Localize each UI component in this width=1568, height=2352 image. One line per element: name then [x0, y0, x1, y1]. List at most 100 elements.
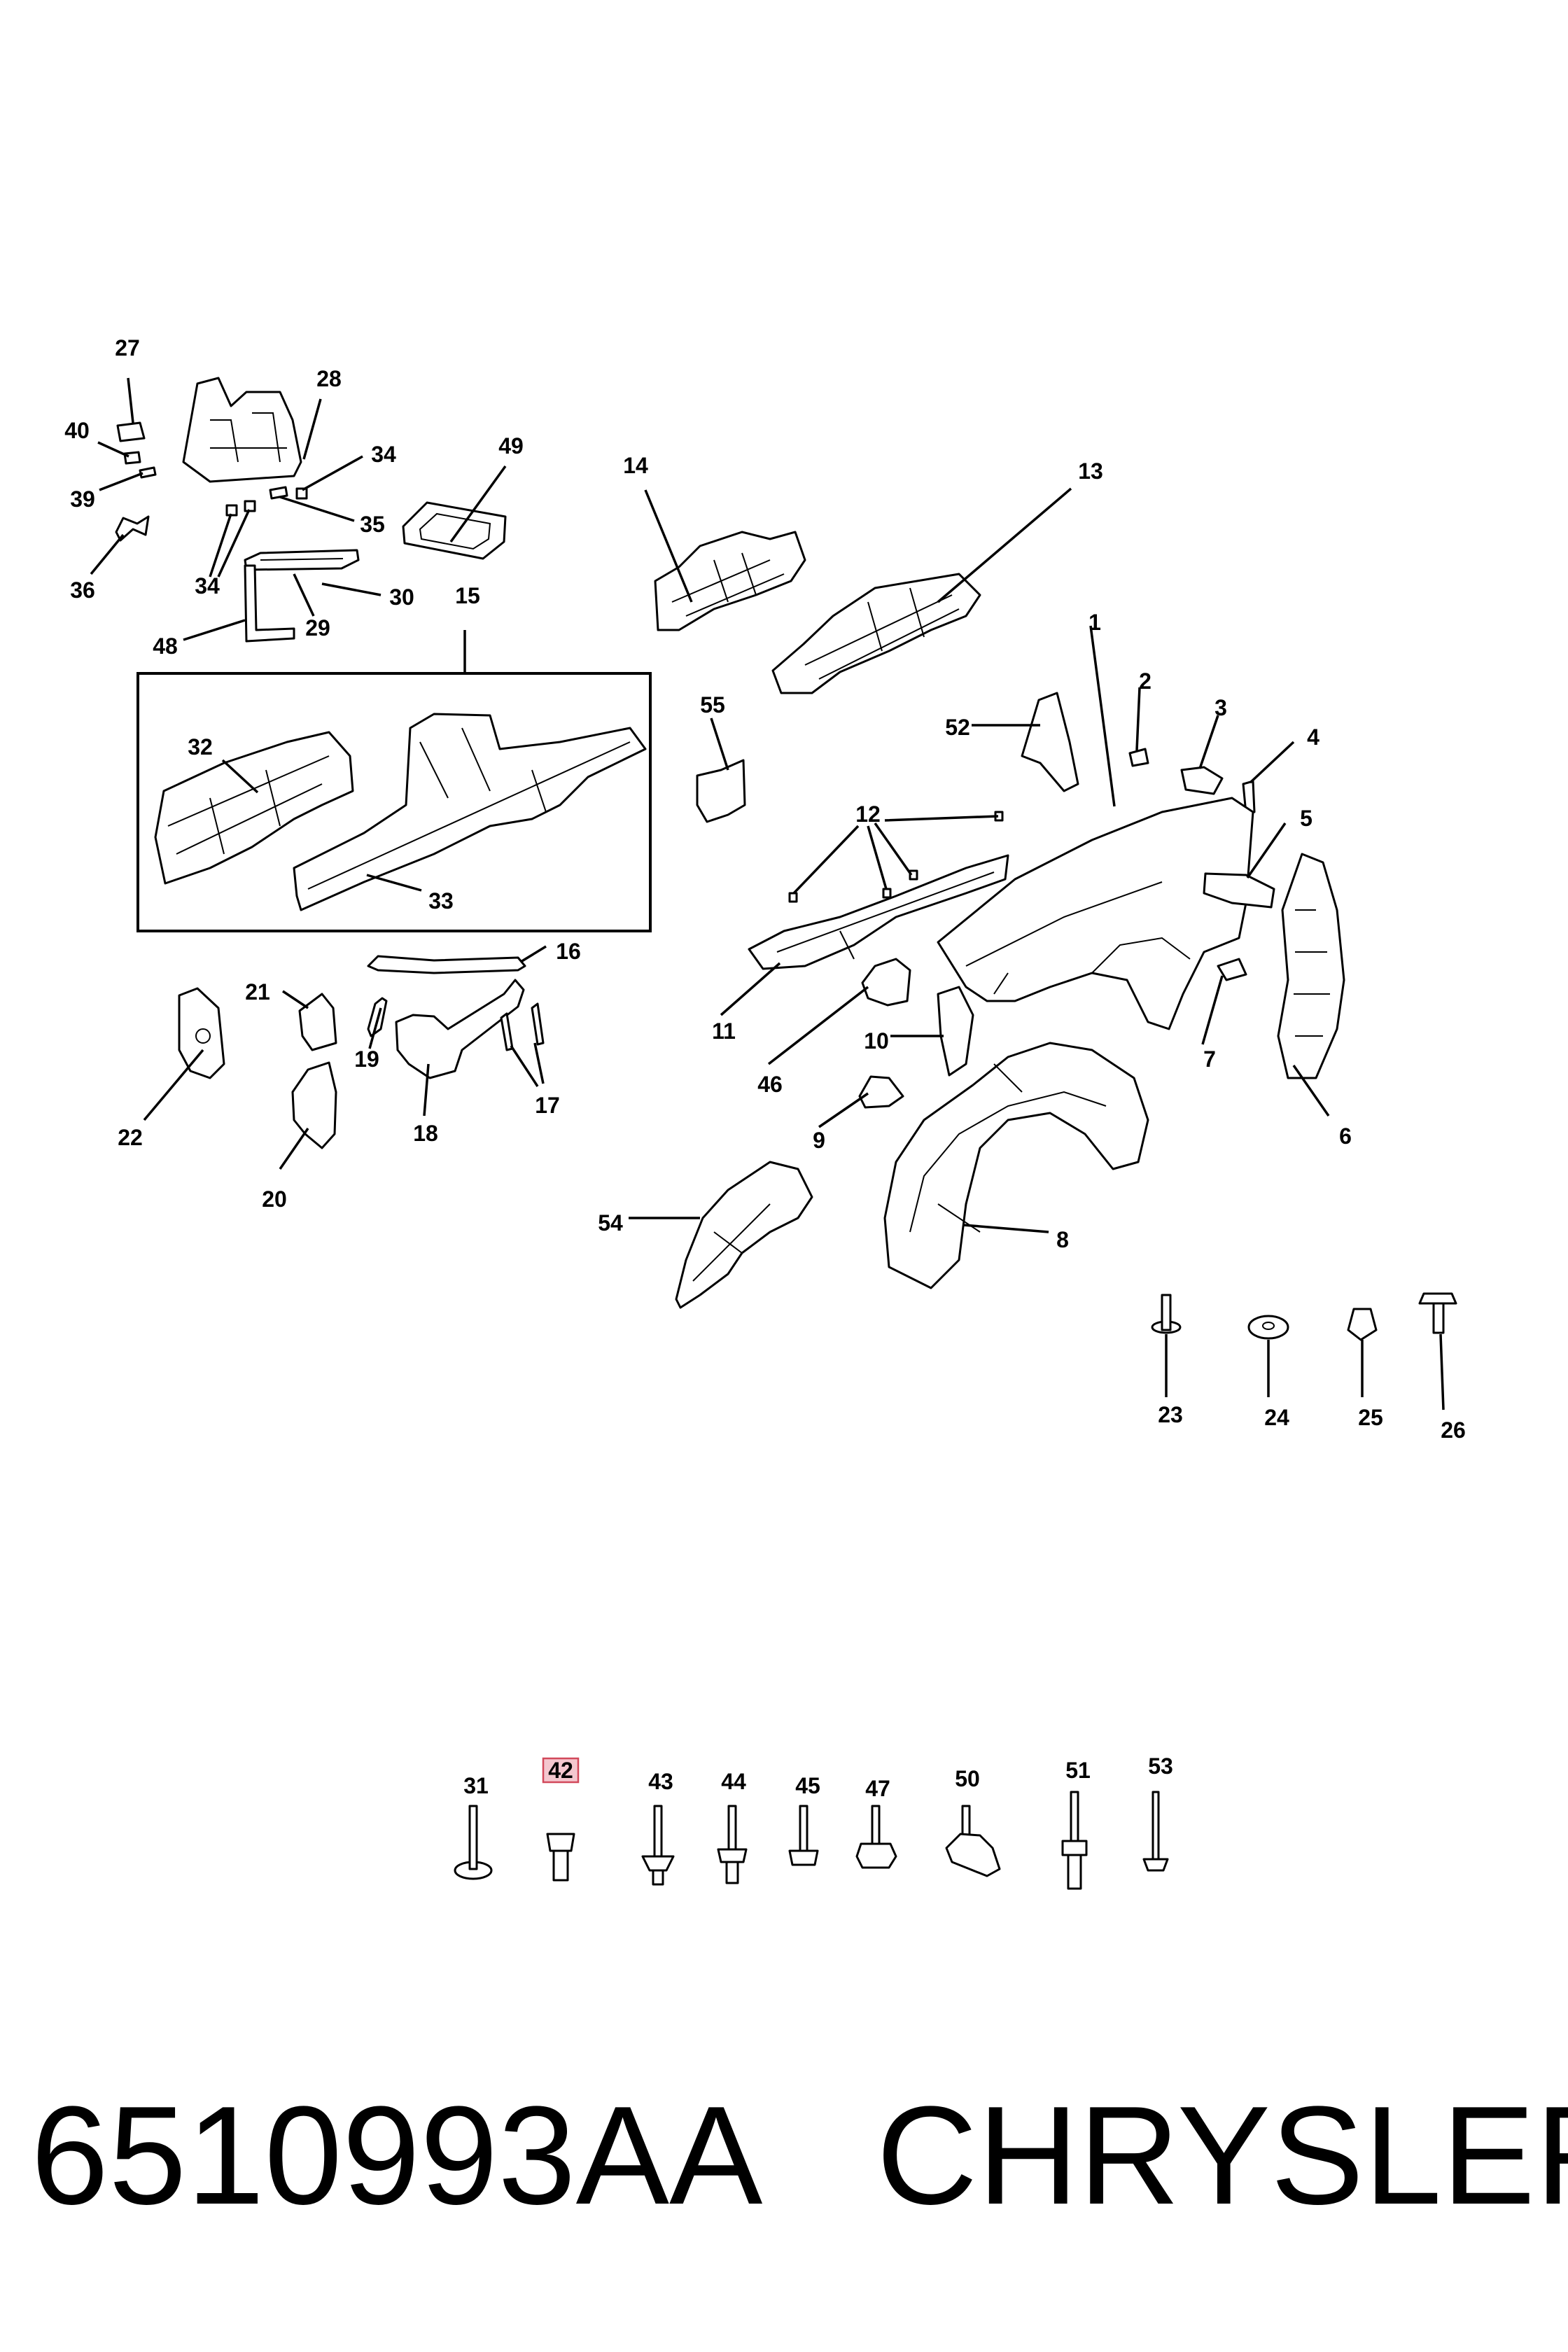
frame-section-32 [154, 731, 354, 885]
fastener-26 [1418, 1292, 1457, 1334]
bracket-3 [1180, 766, 1224, 795]
callout-51: 51 [1065, 1758, 1091, 1783]
bracket-10 [937, 986, 974, 1077]
callout-26: 26 [1441, 1418, 1466, 1443]
callout-34-upper: 34 [371, 442, 396, 467]
fastener-31 [454, 1805, 493, 1880]
callout-4: 4 [1307, 724, 1320, 750]
clip-40 [123, 451, 141, 465]
callout-27: 27 [115, 335, 140, 360]
callout-45: 45 [795, 1773, 820, 1798]
callout-22: 22 [118, 1125, 143, 1150]
callout-42-highlight [542, 1757, 580, 1784]
bracket-52 [1021, 692, 1079, 792]
assembly-box-15 [136, 672, 652, 932]
callout-20: 20 [262, 1186, 287, 1212]
stud-53 [1142, 1791, 1169, 1872]
callout-36: 36 [70, 578, 95, 603]
callout-40: 40 [64, 418, 90, 443]
callout-28: 28 [316, 366, 342, 391]
callout-24: 24 [1264, 1405, 1289, 1430]
rail-11 [748, 854, 1009, 970]
wheelhouse-liner-8 [883, 1042, 1149, 1289]
clip-27 [116, 421, 146, 442]
frame-rail-13 [771, 573, 981, 694]
bracket-20 [291, 1061, 337, 1149]
callout-5: 5 [1300, 806, 1312, 831]
plate-22 [178, 987, 225, 1079]
clip-2 [1128, 748, 1149, 767]
strip-16 [367, 955, 526, 974]
callout-32: 32 [188, 734, 213, 760]
callout-48: 48 [153, 634, 178, 659]
fastener-23 [1151, 1294, 1182, 1334]
bracket-assembly-28 [182, 377, 302, 483]
callout-9: 9 [813, 1128, 825, 1153]
callout-54: 54 [598, 1210, 623, 1236]
bracket-29-48 [244, 564, 295, 643]
bracket-21 [298, 993, 337, 1051]
fastener-45 [788, 1805, 819, 1866]
frame-section-33 [293, 713, 647, 911]
callout-46: 46 [757, 1072, 783, 1097]
callout-30: 30 [389, 584, 414, 610]
bracket-46 [861, 958, 911, 1007]
callout-34-lower: 34 [195, 573, 220, 598]
callout-44: 44 [721, 1769, 746, 1794]
callout-16: 16 [556, 939, 581, 964]
callout-6: 6 [1339, 1124, 1352, 1149]
fastener-24 [1247, 1315, 1289, 1340]
callout-19: 19 [354, 1046, 379, 1072]
fastener-43 [641, 1805, 675, 1886]
clip-50 [945, 1805, 1001, 1877]
callout-35: 35 [360, 512, 385, 537]
apron-reinforcement-14 [654, 531, 806, 631]
callout-21: 21 [245, 979, 270, 1004]
callout-49: 49 [498, 433, 524, 458]
wire-clip-36 [115, 515, 150, 542]
callout-11: 11 [712, 1018, 736, 1044]
callout-18: 18 [413, 1121, 438, 1146]
callout-55: 55 [700, 692, 725, 718]
clip-4 [1242, 780, 1256, 815]
callout-50: 50 [955, 1766, 980, 1791]
callout-14: 14 [623, 453, 648, 478]
part-number-caption: 6510993AA [31, 2078, 763, 2234]
shield-6 [1277, 853, 1345, 1079]
callout-23: 23 [1158, 1402, 1183, 1427]
callout-29: 29 [305, 615, 330, 640]
callout-8: 8 [1056, 1227, 1069, 1252]
callout-2: 2 [1139, 668, 1152, 694]
callout-17: 17 [535, 1093, 560, 1118]
wheelhouse-54 [675, 1161, 813, 1309]
hooks-17 [500, 1002, 545, 1051]
callout-47: 47 [865, 1776, 890, 1801]
bracket-55 [696, 759, 746, 823]
callout-52: 52 [945, 715, 970, 740]
shield-7 [1217, 958, 1247, 981]
callout-10: 10 [864, 1028, 889, 1054]
seal-30 [244, 549, 360, 571]
callout-43: 43 [648, 1769, 673, 1794]
stud-51 [1061, 1791, 1088, 1890]
callout-39: 39 [70, 486, 95, 512]
fastener-25 [1347, 1308, 1378, 1341]
nut-47 [855, 1805, 897, 1869]
callout-1: 1 [1088, 610, 1101, 635]
callout-labels: 27 28 40 39 36 34 34 35 30 29 48 49 14 1… [64, 335, 1466, 1801]
bracket-9 [858, 1075, 904, 1109]
fasteners-34-35 [225, 486, 308, 517]
callout-12: 12 [855, 802, 881, 827]
bracket-5 [1203, 872, 1275, 909]
fastener-42 [546, 1833, 575, 1882]
fastener-44 [717, 1805, 748, 1884]
callout-25: 25 [1358, 1405, 1383, 1430]
callout-15: 15 [455, 583, 480, 608]
callout-7: 7 [1203, 1046, 1216, 1072]
callout-3: 3 [1214, 695, 1227, 720]
tow-hook-18 [395, 979, 525, 1079]
callout-33: 33 [428, 888, 454, 913]
callout-42: 42 [548, 1758, 573, 1783]
callout-53: 53 [1148, 1754, 1173, 1779]
callout-13: 13 [1078, 458, 1103, 484]
